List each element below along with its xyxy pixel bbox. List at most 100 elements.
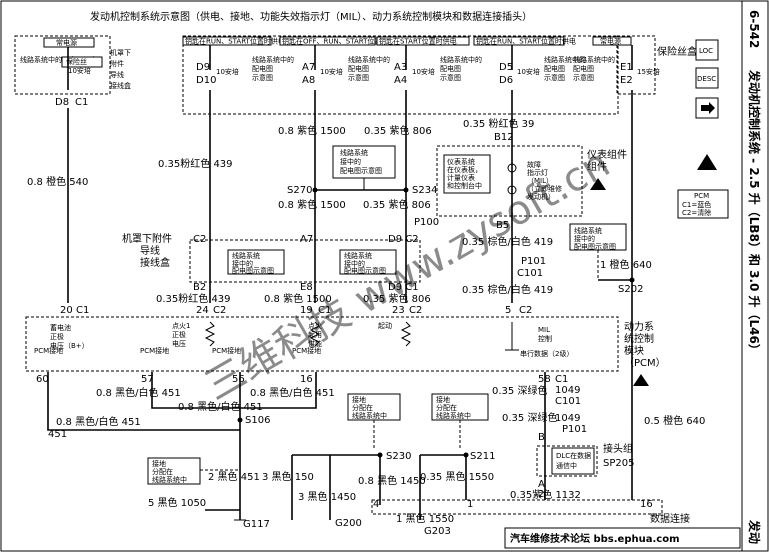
svg-text:451: 451 (48, 429, 67, 440)
pin-B: B (538, 432, 545, 443)
conn-S106: S106 (245, 415, 270, 426)
svg-text:LOC: LOC (699, 47, 713, 55)
svg-text:线路系统中: 线路系统中 (152, 475, 187, 484)
data-link-label: 数据连接 (650, 512, 690, 525)
svg-text:电压（B+）: 电压（B+） (50, 341, 89, 350)
svg-text:组件: 组件 (587, 160, 607, 173)
svg-text:线路系统: 线路系统 (574, 226, 602, 235)
svg-text:正极: 正极 (50, 332, 64, 341)
pin-2: 2 (538, 489, 544, 500)
power-dist-box-2 (569, 223, 627, 251)
serial-data-label: 串行数据（2级） (520, 349, 573, 358)
desc-icon[interactable] (695, 67, 719, 89)
pin-5: 5 (505, 305, 511, 316)
pin-24: 24 (196, 305, 209, 316)
svg-text:通信中: 通信中 (556, 461, 577, 470)
wire-451a: 0.8 黑色/白色 451 (96, 386, 181, 399)
fuse-block-label: 机罩下 (110, 48, 131, 57)
svg-text:示意图: 示意图 (252, 73, 273, 82)
svg-text:接中的: 接中的 (344, 259, 365, 268)
wire-150: 3 黑色 150 (262, 470, 314, 483)
page-number: 6-542 (747, 10, 761, 48)
svg-text:示意图: 示意图 (573, 73, 594, 82)
svg-text:E1: E1 (620, 62, 633, 73)
power-dist-box-1 (332, 145, 396, 179)
ground-dist-box-1 (147, 457, 201, 485)
svg-text:线路系统中: 线路系统中 (436, 411, 471, 420)
svg-text:E2: E2 (620, 75, 633, 86)
pcm-start: 起动 (378, 321, 392, 330)
conn-D8-c1: C1 (75, 97, 88, 108)
svg-text:配电图: 配电图 (440, 64, 461, 73)
wire-39: 0.35 粉红色 39 (463, 117, 534, 130)
conn-P101b: P101 (562, 424, 587, 435)
svg-text:线路系统中的: 线路系统中的 (440, 55, 482, 64)
pin-16b: 16 (640, 499, 653, 510)
conn-C101a: C101 (517, 268, 543, 279)
svg-text:钥匙在START位置时供电: 钥匙在START位置时供电 (379, 37, 457, 46)
svg-text:A8: A8 (302, 75, 315, 86)
pin-1049b: 1049 (555, 413, 580, 424)
svg-text:D5: D5 (499, 62, 513, 73)
pin-23: 23 (392, 305, 405, 316)
fuse-left-value: 保险丝 (66, 57, 87, 66)
conn-D9C2: D9 C2 (388, 234, 419, 245)
footer-text[interactable]: 汽车维修技术论坛 bbs.ephua.com (510, 532, 680, 545)
svg-text:10安培: 10安培 (517, 67, 540, 76)
side-title: 发动机控制系统 - 2.5 升（LB8）和 3.0 升（L46） (747, 69, 762, 356)
svg-text:（立即维修: （立即维修 (527, 184, 562, 193)
svg-text:指示灯: 指示灯 (527, 168, 548, 177)
svg-text:统控制: 统控制 (624, 332, 654, 345)
conn-P100: P100 (414, 217, 439, 228)
pcm-legend: PCM C1=蓝色 C2=清除 (677, 189, 729, 219)
wire-451b: 0.8 黑色/白色 451 (178, 400, 263, 413)
side-footer: 发动 (747, 519, 762, 544)
wire-640a: 1 橙色 640 (600, 258, 652, 271)
svg-text:发动机）: 发动机） (527, 192, 555, 201)
svg-text:常电源: 常电源 (600, 37, 621, 46)
pcm-ground-2: PCM接地 (140, 346, 169, 355)
pin-A: A (538, 479, 545, 490)
conn-S234: S234 (412, 185, 437, 196)
fuse-block-right-label: 保险丝盒 (657, 45, 697, 58)
wire-1049a: 0.35 深绿色 (492, 384, 547, 397)
svg-text:DESC: DESC (697, 75, 716, 83)
svg-text:C2: C2 (519, 305, 532, 316)
conn-E8: E8 (300, 282, 313, 293)
conn-S270: S270 (287, 185, 312, 196)
wire-439a: 0.35粉红色 439 (158, 157, 233, 170)
svg-text:计量仪表: 计量仪表 (447, 173, 475, 182)
svg-text:C1: C1 (318, 305, 331, 316)
loc-icon[interactable] (695, 39, 719, 61)
svg-text:分配在: 分配在 (436, 403, 457, 412)
pcm-battery: 蓄电池 (50, 323, 71, 332)
svg-text:C1: C1 (76, 305, 89, 316)
conn-B5: B5 (496, 220, 509, 231)
svg-text:钥匙在RUN、START位置时供电: 钥匙在RUN、START位置时供电 (476, 37, 576, 46)
svg-text:10安培: 10安培 (216, 67, 239, 76)
svg-text:C2=清除: C2=清除 (682, 208, 711, 217)
svg-text:配电图示意图: 配电图示意图 (344, 266, 386, 275)
svg-text:模块: 模块 (624, 345, 644, 357)
pcm-ign1: 点火1 (172, 322, 190, 330)
svg-text:配电图示意图: 配电图示意图 (232, 266, 274, 275)
conn-P101a: P101 (521, 256, 546, 267)
wire-1132: 0.35紫色 1132 (510, 488, 581, 501)
wire-806a: 0.35 紫色 806 (364, 124, 432, 137)
svg-text:分配在: 分配在 (152, 467, 173, 476)
svg-text:接地: 接地 (436, 395, 450, 404)
svg-text:线路系统: 线路系统 (232, 251, 260, 260)
svg-text:C2: C2 (409, 305, 422, 316)
pcm-mil: MIL (538, 326, 550, 334)
svg-text:分配在: 分配在 (352, 403, 373, 412)
wire-451c: 0.8 黑色/白色 451 (250, 386, 335, 399)
svg-text:接线盒: 接线盒 (140, 256, 170, 269)
conn-A7: A7 (300, 234, 313, 245)
svg-text:线路系统中的: 线路系统中的 (573, 55, 615, 64)
pin-57: 57 (141, 374, 154, 385)
svg-text:和控制台中: 和控制台中 (447, 181, 482, 190)
fuse-left-amp: 10安培 (68, 66, 91, 75)
svg-text:D10: D10 (196, 75, 216, 86)
pin-56: 56 (232, 374, 245, 385)
